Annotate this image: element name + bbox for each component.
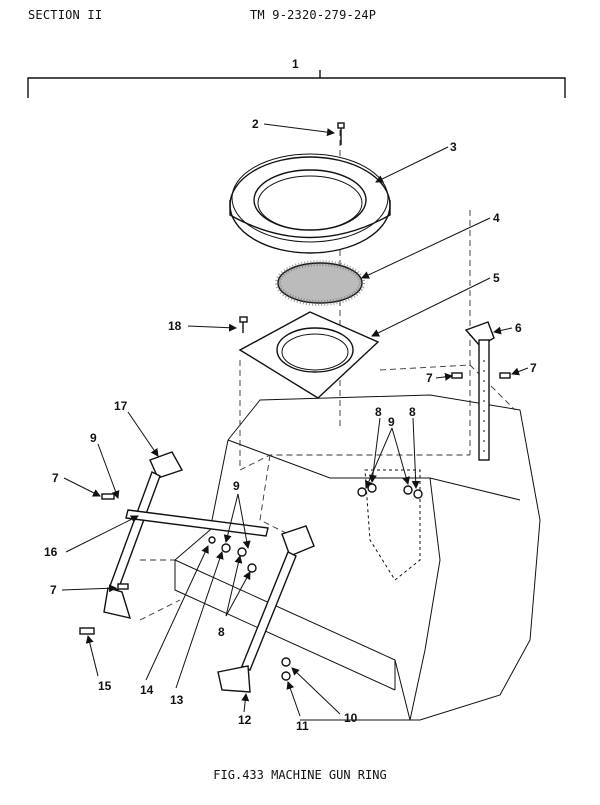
callout-7-right-b: 7 xyxy=(530,361,537,375)
callout-9-a: 9 xyxy=(388,415,395,429)
callout-9-c: 9 xyxy=(233,479,240,493)
left-support-post xyxy=(103,451,184,619)
callout-8-c: 8 xyxy=(218,625,225,639)
right-support-post xyxy=(464,321,495,461)
gasket xyxy=(275,260,365,306)
screw-18 xyxy=(239,316,248,333)
callout-17: 17 xyxy=(114,399,128,413)
callout-15: 15 xyxy=(98,679,112,693)
bolt-top xyxy=(337,122,345,145)
callout-4: 4 xyxy=(493,211,500,225)
tm-number: TM 9-2320-279-24P xyxy=(250,8,377,22)
callout-6: 6 xyxy=(515,321,522,335)
callout-11: 11 xyxy=(296,719,309,733)
section-label: SECTION II xyxy=(28,8,103,22)
callout-7-left-a: 7 xyxy=(52,471,59,485)
figure-caption: FIG.433 MACHINE GUN RING xyxy=(213,768,387,782)
callout-labels: 1 2 3 4 5 6 7 7 7 7 8 8 8 9 9 9 10 11 12… xyxy=(44,57,537,733)
callout-9-b: 9 xyxy=(90,431,97,445)
callout-14: 14 xyxy=(140,683,154,697)
center-support-post xyxy=(217,525,315,693)
mounting-plate xyxy=(238,311,380,399)
callout-13: 13 xyxy=(170,693,184,707)
callout-8-b: 8 xyxy=(409,405,416,419)
gun-ring xyxy=(229,153,391,254)
leader-lines xyxy=(61,123,529,717)
callout-18: 18 xyxy=(168,319,182,333)
hardware-set xyxy=(79,372,511,681)
callout-2: 2 xyxy=(252,117,259,131)
callout-8-a: 8 xyxy=(375,405,382,419)
assembly-bracket xyxy=(27,70,566,98)
callout-10: 10 xyxy=(344,711,358,725)
brace-strap xyxy=(125,509,269,537)
callout-12: 12 xyxy=(238,713,252,727)
callout-5: 5 xyxy=(493,271,500,285)
callout-7-right-a: 7 xyxy=(426,371,433,385)
callout-7-left-b: 7 xyxy=(50,583,57,597)
callout-1: 1 xyxy=(292,57,299,71)
callout-16: 16 xyxy=(44,545,58,559)
callout-3: 3 xyxy=(450,140,457,154)
